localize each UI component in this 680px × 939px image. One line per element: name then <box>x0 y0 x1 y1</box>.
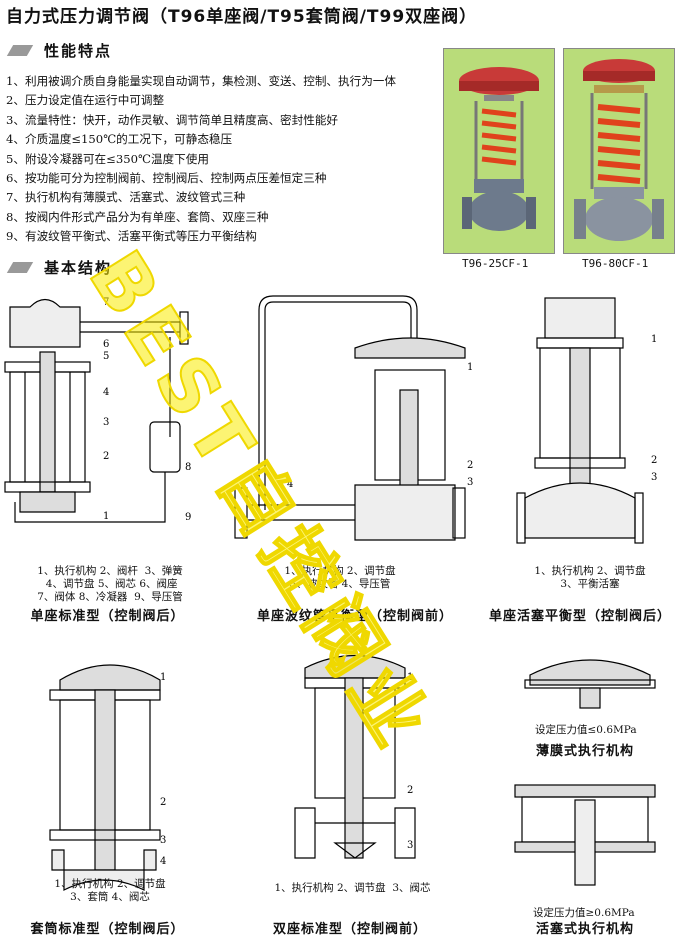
feature-item: 5、附设冷凝器可在≤350℃温度下使用 <box>6 151 209 166</box>
feature-item: 7、执行机构有薄膜式、活塞式、波纹管式三种 <box>6 190 246 205</box>
actuator-caption: 活塞式执行机构 <box>535 922 634 937</box>
parts-legend: 1、执行机构 2、调节盘 3、阀芯 <box>274 882 431 894</box>
svg-text:4: 4 <box>160 856 166 867</box>
diagram-cage-standard: 1 2 3 4 <box>49 664 166 891</box>
svg-text:2: 2 <box>467 460 473 471</box>
feature-item: 6、按功能可分为控制阀前、控制阀后、控制两点压差恒定三种 <box>6 171 327 186</box>
section-marker-icon <box>6 45 34 56</box>
svg-text:1: 1 <box>407 672 413 683</box>
svg-text:1: 1 <box>160 672 166 683</box>
diagram-single-seat-bellows: 1 2 3 4 <box>234 295 473 541</box>
valve-photo-icon <box>574 59 664 241</box>
svg-text:7: 7 <box>103 297 109 308</box>
svg-text:5: 5 <box>103 351 109 362</box>
svg-text:2: 2 <box>407 785 413 796</box>
product-photo-t96-80 <box>563 48 675 254</box>
svg-text:3: 3 <box>407 840 413 851</box>
feature-item: 4、介质温度≤150℃的工况下，可静态稳压 <box>6 132 233 147</box>
svg-text:4: 4 <box>287 479 293 490</box>
section-features-header: 性能特点 <box>6 40 112 61</box>
svg-text:4: 4 <box>103 387 109 398</box>
diagram-single-seat-piston: 1 2 3 <box>516 297 657 544</box>
photo-caption: T96-25CF-1 <box>462 257 529 270</box>
svg-text:3: 3 <box>651 472 657 483</box>
product-photo-t96-25 <box>443 48 555 254</box>
svg-text:3: 3 <box>160 835 166 846</box>
svg-text:8: 8 <box>185 462 191 473</box>
feature-item: 3、流量特性：快开，动作灵敏、调节简单且精度高、密封性能好 <box>6 112 339 127</box>
parts-legend: 1、执行机构 2、调节盘 3、套筒 4、阀芯 <box>54 878 166 903</box>
svg-text:3: 3 <box>467 477 473 488</box>
diagram-double-seat-standard: 1 2 3 <box>294 655 416 859</box>
valve-photo-icon <box>459 67 539 231</box>
diagram-caption: 套筒标准型（控制阀后） <box>30 922 185 937</box>
svg-text:1: 1 <box>103 511 109 522</box>
svg-text:2: 2 <box>103 451 109 462</box>
photo-caption: T96-80CF-1 <box>582 257 649 270</box>
actuator-note: 设定压力值≥0.6MPa <box>533 907 635 919</box>
diagram-caption: 双座标准型（控制阀前） <box>272 922 427 937</box>
piston-actuator-drawing <box>514 784 656 886</box>
diagram-caption: 单座波纹管平衡型（控制阀前） <box>256 609 453 624</box>
feature-item: 9、有波纹管平衡式、活塞平衡式等压力平衡结构 <box>6 229 257 244</box>
svg-text:6: 6 <box>103 339 109 350</box>
parts-legend: 1、执行机构 2、调节盘 3、平衡活塞 <box>534 565 646 590</box>
diagram-caption: 单座标准型（控制阀后） <box>30 609 185 624</box>
section-structure-header: 基本结构 <box>6 257 112 278</box>
feature-item: 2、压力设定值在运行中可调整 <box>6 93 165 108</box>
parts-legend: 1、执行机构 2、阀杆 3、弹簧 4、调节盘 5、阀芯 6、阀座 7、阀体 8、… <box>37 565 183 603</box>
svg-text:2: 2 <box>160 797 166 808</box>
feature-item: 1、利用被调介质自身能量实现自动调节，集检测、变送、控制、执行为一体 <box>6 74 396 88</box>
section-title: 基本结构 <box>44 259 113 277</box>
feature-list: 1、利用被调介质自身能量实现自动调节，集检测、变送、控制、执行为一体 2、压力设… <box>6 72 396 247</box>
diagram-single-seat-standard: 7 65 4 3 2 1 8 9 <box>4 297 191 523</box>
parts-legend: 1、执行机构 2、调节盘 3、波纹管 4、导压管 <box>284 565 396 590</box>
section-title: 性能特点 <box>44 42 113 60</box>
feature-item: 8、按阀内件形式产品分为有单座、套筒、双座三种 <box>6 209 269 224</box>
svg-text:1: 1 <box>467 362 473 373</box>
page-title: 自力式压力调节阀（T96单座阀/T95套筒阀/T99双座阀） <box>6 7 478 27</box>
actuator-caption: 薄膜式执行机构 <box>535 744 634 759</box>
svg-text:1: 1 <box>651 334 657 345</box>
svg-text:3: 3 <box>103 417 109 428</box>
svg-text:2: 2 <box>651 455 657 466</box>
section-marker-icon <box>6 262 34 273</box>
diagram-caption: 单座活塞平衡型（控制阀后） <box>488 609 671 624</box>
diaphragm-actuator-drawing <box>524 659 656 709</box>
actuator-note: 设定压力值≤0.6MPa <box>535 724 637 736</box>
svg-text:9: 9 <box>185 512 191 523</box>
